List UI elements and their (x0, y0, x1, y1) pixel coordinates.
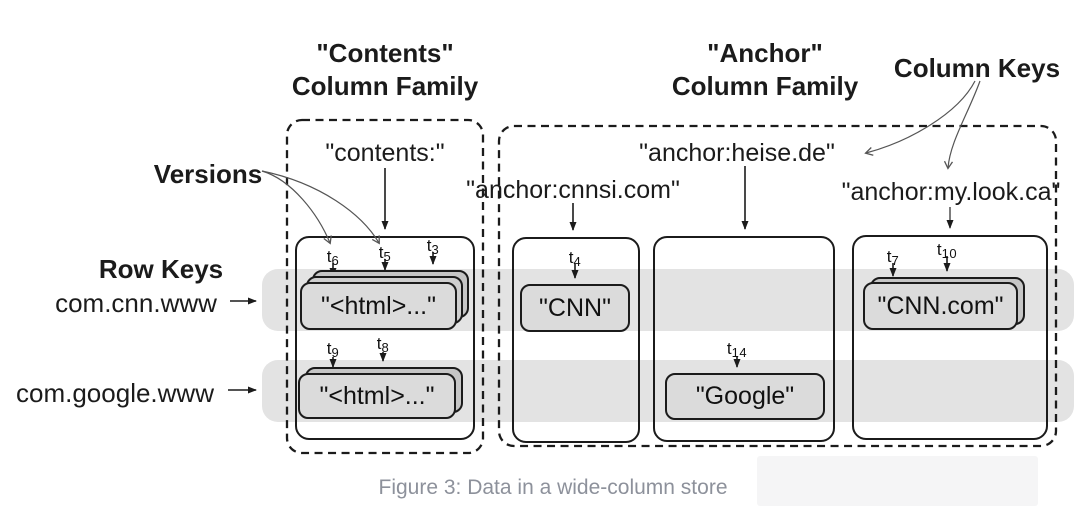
cell-heise-google: "Google" (665, 373, 825, 420)
cnnsi-column-box (512, 237, 640, 443)
mylook-column-box (852, 235, 1048, 440)
cell-contents-google: "<html>..." (298, 373, 456, 419)
caption-highlight-region (757, 456, 1038, 506)
versions-label: Versions (153, 159, 263, 189)
curve-versions-to-t6 (261, 170, 332, 245)
timestamp-t10: t10 (936, 240, 958, 261)
column-keys-label: Column Keys (893, 53, 1061, 83)
timestamp-t5: t5 (378, 243, 392, 264)
anchor-family-dashed-box (497, 124, 1058, 448)
contents-family-title-line1: "Contents" (316, 38, 454, 68)
anchor-family-title: "Anchor" Column Family (672, 37, 858, 103)
contents-family-dashed-box (285, 118, 485, 455)
timestamp-t7: t7 (886, 247, 900, 268)
contents-family-title-line2: Column Family (291, 71, 479, 101)
curve-columnkeys-to-heise (864, 80, 976, 156)
row-key-com-google-www: com.google.www (16, 378, 214, 408)
anchor-family-title-line2: Column Family (671, 71, 859, 101)
timestamp-t14: t14 (726, 339, 748, 360)
column-key-anchor-heise: "anchor:heise.de" (639, 139, 835, 167)
row-keys-label: Row Keys (98, 254, 224, 284)
timestamp-t8: t8 (376, 334, 390, 355)
figure-caption: Figure 3: Data in a wide-column store (378, 476, 728, 499)
curve-columnkeys-to-mylook (943, 80, 981, 170)
cell-mylook-cnn: "CNN.com" (863, 282, 1018, 330)
row-key-com-cnn-www: com.cnn.www (55, 288, 217, 318)
cell-contents-cnn: "<html>..." (300, 282, 457, 330)
column-key-anchor-cnnsi: "anchor:cnnsi.com" (466, 176, 680, 204)
column-key-contents: "contents:" (325, 139, 445, 167)
timestamp-t9: t9 (326, 339, 340, 360)
timestamp-t3: t3 (426, 236, 440, 257)
cell-cnnsi-cnn: "CNN" (520, 284, 630, 332)
timestamp-t6: t6 (326, 247, 340, 268)
timestamp-t4: t4 (568, 248, 582, 269)
contents-family-title: "Contents" Column Family (292, 37, 478, 103)
contents-column-box (295, 236, 475, 440)
heise-column-box (653, 236, 835, 442)
column-key-anchor-mylook: "anchor:my.look.ca" (841, 178, 1061, 206)
curve-versions-to-t5 (261, 170, 380, 245)
anchor-family-title-line1: "Anchor" (707, 38, 823, 68)
